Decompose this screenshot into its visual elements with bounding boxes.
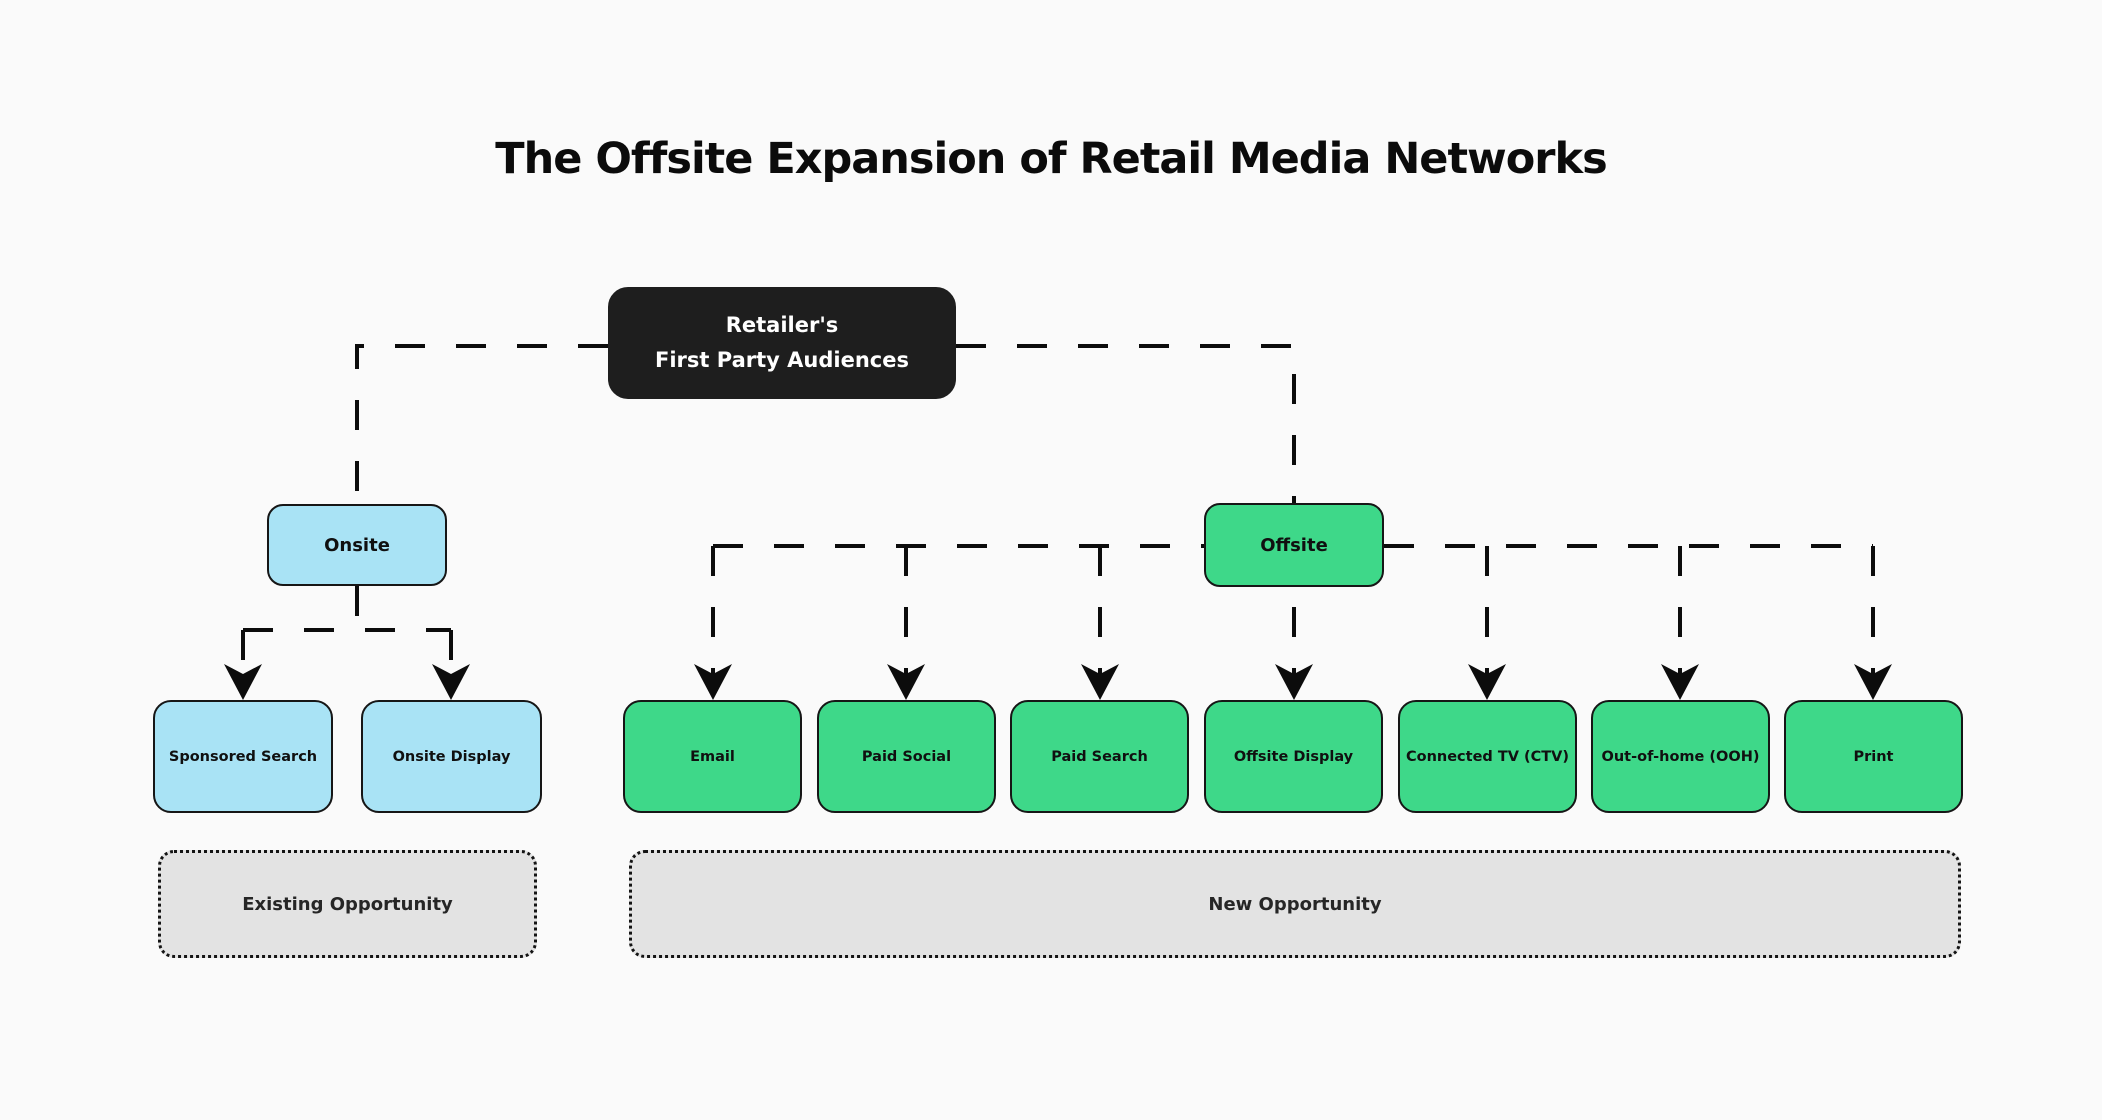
arrowhead-icon [1081, 664, 1119, 700]
leaf-label: Paid Search [1051, 748, 1148, 765]
leaf-paid-search: Paid Search [1010, 700, 1189, 813]
leaf-paid-social: Paid Social [817, 700, 996, 813]
node-onsite: Onsite [267, 504, 447, 586]
root-label-line2: First Party Audiences [655, 348, 909, 372]
arrowhead-icon [694, 664, 732, 700]
leaf-label: Paid Social [861, 748, 952, 765]
zone-label: Existing Opportunity [242, 893, 453, 915]
leaf-label: Out-of-home (OOH) [1601, 748, 1760, 765]
leaf-label: Sponsored Search [168, 748, 318, 765]
connector-root-to-offsite [956, 344, 1296, 503]
root-label-line1: Retailer's [725, 313, 839, 337]
leaf-label: Print [1853, 748, 1894, 765]
arrowhead-icon [1275, 664, 1313, 700]
leaf-sponsored-search: Sponsored Search [153, 700, 333, 813]
zone-label: New Opportunity [1208, 893, 1382, 915]
leaf-label: Offsite Display [1233, 748, 1354, 765]
connector-root-to-onsite [355, 344, 608, 504]
leaf-connected-tv: Connected TV (CTV) [1398, 700, 1577, 813]
leaf-label: Email [690, 748, 735, 765]
zone-existing-opportunity: Existing Opportunity [158, 850, 537, 958]
leaf-onsite-display: Onsite Display [361, 700, 542, 813]
arrowhead-icon [1854, 664, 1892, 700]
zone-new-opportunity: New Opportunity [629, 850, 1961, 958]
node-retailers-first-party-audiences: Retailer's First Party Audiences [608, 287, 956, 399]
arrowhead-icon [224, 664, 262, 700]
leaf-label: Connected TV (CTV) [1405, 748, 1570, 765]
diagram-title: The Offsite Expansion of Retail Media Ne… [495, 134, 1607, 184]
leaf-offsite-display: Offsite Display [1204, 700, 1383, 813]
leaf-print: Print [1784, 700, 1963, 813]
arrowhead-icon [1661, 664, 1699, 700]
leaf-out-of-home: Out-of-home (OOH) [1591, 700, 1770, 813]
offsite-label: Offsite [1260, 534, 1328, 556]
leaf-email: Email [623, 700, 802, 813]
arrowhead-icon [432, 664, 470, 700]
arrowhead-icon [1468, 664, 1506, 700]
onsite-label: Onsite [324, 534, 390, 556]
node-offsite: Offsite [1204, 503, 1384, 587]
arrowhead-icon [887, 664, 925, 700]
leaf-label: Onsite Display [392, 748, 511, 765]
